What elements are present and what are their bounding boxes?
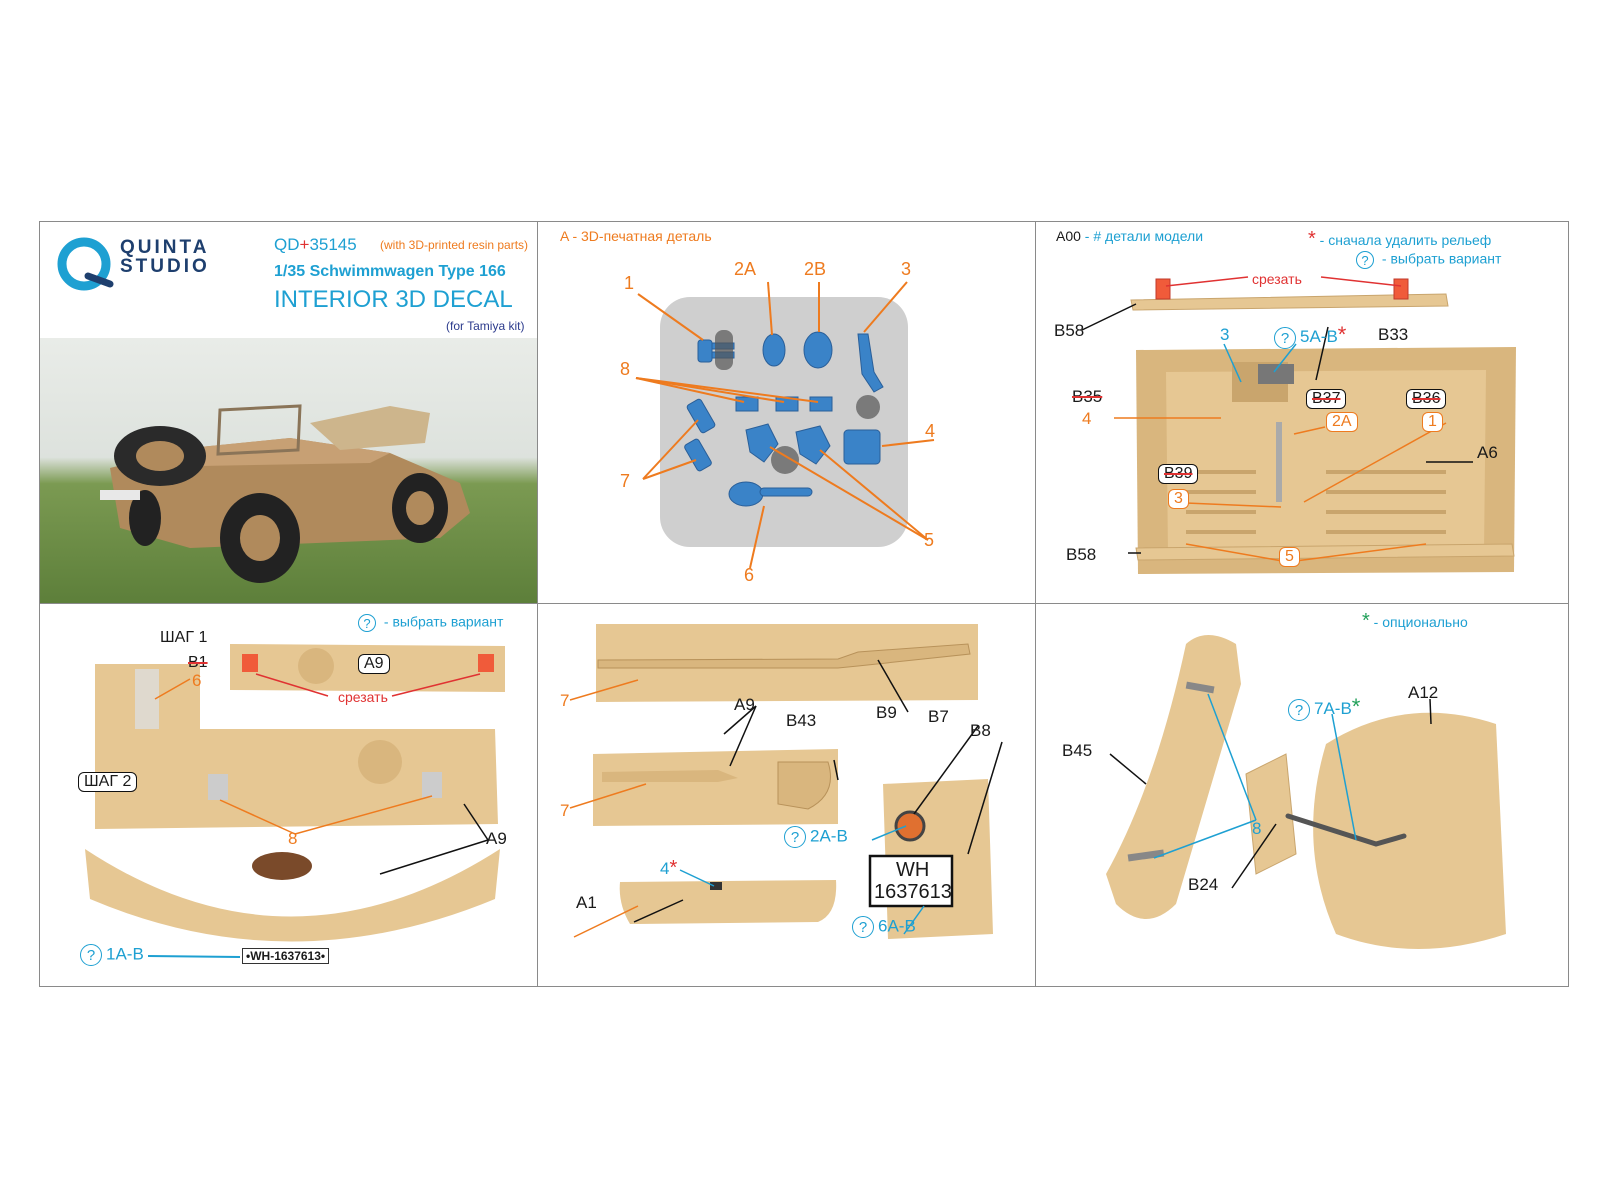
main-title: INTERIOR 3D DECAL xyxy=(274,286,513,313)
label-b9: B9 xyxy=(876,703,897,722)
label-b36: B36 xyxy=(1406,389,1447,409)
grid-divider xyxy=(40,603,1568,604)
scale-title: 1/35 Schwimmwagen Type 166 xyxy=(274,263,506,280)
label-7ab: ?7A-B* xyxy=(1288,696,1360,721)
label-4-blue: 4* xyxy=(660,857,678,879)
interior-panel: A00 - # детали модели * - сначала удалит… xyxy=(1036,222,1570,603)
part-label-2a: 2A xyxy=(734,259,757,279)
schwimmwagen-illustration xyxy=(100,404,470,583)
label-5-orange: 5 xyxy=(1279,547,1300,567)
label-b58-top: B58 xyxy=(1054,321,1085,340)
label-6ab: ?6A-B xyxy=(852,916,916,938)
label-b45: B45 xyxy=(1062,741,1093,760)
quinta-logo-icon xyxy=(57,237,114,291)
part-label-5: 5 xyxy=(924,530,935,550)
label-b7: B7 xyxy=(928,707,949,726)
resin-note: (with 3D-printed resin parts) xyxy=(380,238,529,252)
label-5ab: ?5A-B* xyxy=(1274,324,1346,349)
label-2a-orange: 2A xyxy=(1326,412,1358,432)
label-a9: A9 xyxy=(486,829,507,848)
rear-diagram xyxy=(569,624,1003,939)
cut-label: срезать xyxy=(1252,271,1302,287)
part-label-1: 1 xyxy=(624,273,635,293)
grid-divider xyxy=(1035,222,1036,986)
label-a6: A6 xyxy=(1477,443,1498,462)
part-label-3: 3 xyxy=(901,259,912,279)
brand-line2: STUDIO xyxy=(120,256,210,277)
legend-star: * - сначала удалить рельеф xyxy=(1308,228,1492,250)
parts-diagram xyxy=(635,281,935,569)
label-b33: B33 xyxy=(1378,325,1409,344)
step2-label: ШАГ 2 xyxy=(78,772,138,792)
instruction-sheet: QUINTA STUDIO QD+35145 (with 3D-printed … xyxy=(39,221,1569,987)
resin-parts-panel: A - 3D-печатная деталь xyxy=(538,222,1035,603)
legend-choose-2: ? - выбрать вариант xyxy=(358,614,503,632)
step1-label: ШАГ 1 xyxy=(160,629,208,646)
kit-note: (for Tamiya kit) xyxy=(446,319,525,333)
part-label-7: 7 xyxy=(620,471,631,491)
interior-diagram xyxy=(1081,276,1516,574)
plate-rear-line2: 1637613 xyxy=(874,881,952,903)
spare-panel: * - опционально B45 8 ?7A-B* A12 B24 xyxy=(1036,604,1570,988)
label-6: 6 xyxy=(192,671,202,690)
title-panel: QUINTA STUDIO QD+35145 (with 3D-printed … xyxy=(40,222,537,603)
brand-line1: QUINTA xyxy=(120,237,210,258)
step-diagram xyxy=(85,644,505,958)
label-7-top: 7 xyxy=(560,691,570,710)
label-1-orange: 1 xyxy=(1422,412,1443,432)
label-2ab: ?2A-B xyxy=(784,826,848,848)
legend-choose: ? - выбрать вариант xyxy=(1356,251,1501,269)
label-a1: A1 xyxy=(576,893,597,912)
part-label-8: 8 xyxy=(620,359,631,379)
plate-rear-line1: WH xyxy=(896,859,930,881)
grid-divider xyxy=(537,222,538,986)
license-plate-front: •WH-1637613• xyxy=(242,948,330,964)
product-code: QD+35145 xyxy=(274,235,357,254)
part-label-4: 4 xyxy=(925,421,936,441)
label-b1: B1 xyxy=(188,654,208,671)
label-b58-bottom: B58 xyxy=(1066,545,1097,564)
label-7-bottom: 7 xyxy=(560,801,570,820)
label-3-orange: 3 xyxy=(1168,489,1189,509)
step-panel: ? - выбрать вариант ШАГ 1 B1 A9 срезать … xyxy=(40,604,537,988)
legend-optional: * - опционально xyxy=(1362,610,1468,632)
cut-label-2: срезать xyxy=(338,689,388,705)
label-8-blue: 8 xyxy=(1252,819,1262,838)
label-1ab: ?1A-B xyxy=(80,944,144,966)
label-a12: A12 xyxy=(1408,683,1439,702)
label-8: 8 xyxy=(288,829,298,848)
label-b8: B8 xyxy=(970,721,991,740)
label-b35: B35 xyxy=(1072,387,1103,406)
spare-diagram xyxy=(1106,635,1506,949)
legend-a00: A00 - # детали модели xyxy=(1056,228,1204,244)
label-a9-box: A9 xyxy=(358,654,390,674)
label-b24: B24 xyxy=(1188,875,1219,894)
label-b37: B37 xyxy=(1306,389,1347,409)
vehicle-photo xyxy=(40,338,537,603)
part-label-2b: 2B xyxy=(804,259,827,279)
rear-panel: 7 A9 B9 B43 B7 B8 7 4* A1 ?2A-B WH 16376… xyxy=(538,604,1035,988)
legend-a: A - 3D-печатная деталь xyxy=(560,228,712,244)
label-b43: B43 xyxy=(786,711,817,730)
label-4-orange: 4 xyxy=(1082,409,1092,428)
label-b39: B39 xyxy=(1158,464,1199,484)
part-label-6: 6 xyxy=(744,565,755,585)
label-3-blue: 3 xyxy=(1220,325,1230,344)
label-a9-rear: A9 xyxy=(734,695,755,714)
